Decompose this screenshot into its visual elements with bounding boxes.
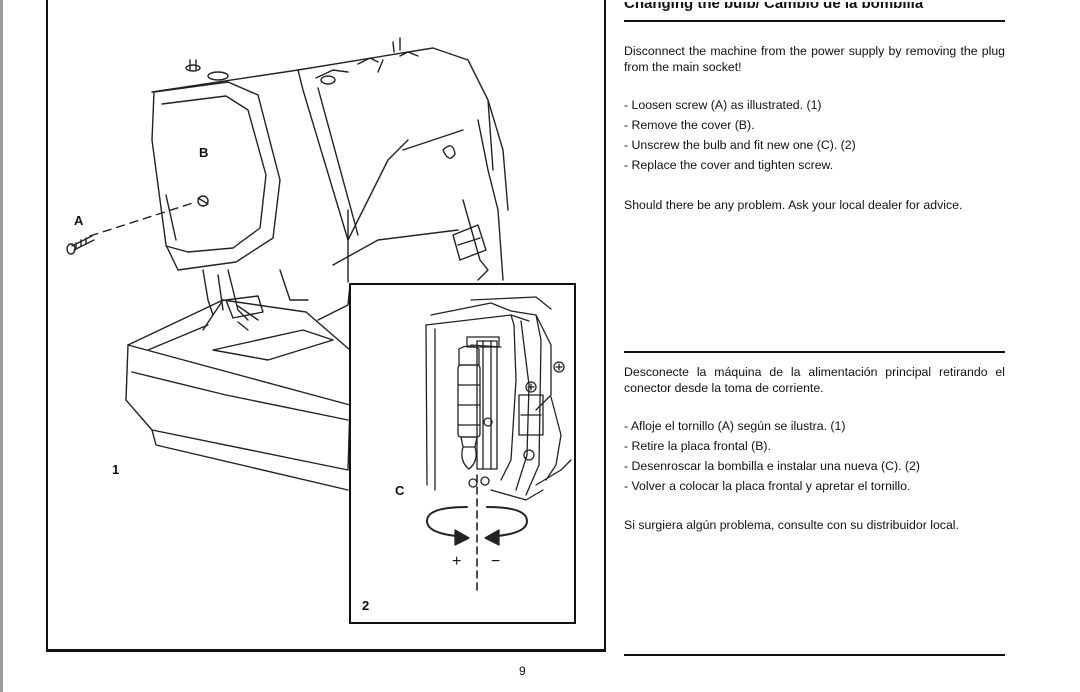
english-step: - Replace the cover and tighten screw. bbox=[624, 158, 834, 172]
bulb-detail-illustration bbox=[425, 296, 572, 596]
plus-sign: + bbox=[452, 553, 462, 570]
english-steps-list: - Loosen screw (A) as illustrated. (1) -… bbox=[624, 95, 1005, 175]
english-step: - Unscrew the bulb and fit new one (C). … bbox=[624, 138, 856, 152]
english-note: Should there be any problem. Ask your lo… bbox=[624, 198, 963, 212]
spanish-intro: Desconecte la máquina de la alimentación… bbox=[624, 365, 1005, 395]
callout-a: A bbox=[74, 213, 84, 228]
spanish-step: - Volver a colocar la placa frontal y ap… bbox=[624, 479, 911, 493]
page-edge bbox=[0, 0, 3, 692]
spanish-step: - Retire la placa frontal (B). bbox=[624, 439, 771, 453]
sewing-machine-illustration bbox=[66, 37, 509, 491]
spanish-steps-list: - Afloje el tornillo (A) según se ilustr… bbox=[624, 416, 1005, 496]
callout-c: C bbox=[395, 483, 405, 498]
section-title: Changing the bulb/ Cambio de la bombilla bbox=[624, 2, 1005, 22]
section-title-text: Changing the bulb/ Cambio de la bombilla bbox=[624, 2, 924, 12]
english-step: - Loosen screw (A) as illustrated. (1) bbox=[624, 98, 822, 112]
bottom-rule bbox=[624, 654, 1005, 656]
section-divider bbox=[624, 351, 1005, 353]
english-step: - Remove the cover (B). bbox=[624, 118, 755, 132]
spanish-step: - Desenroscar la bombilla e instalar una… bbox=[624, 459, 920, 473]
title-rule bbox=[624, 20, 1005, 22]
spanish-note: Si surgiera algún problema, consulte con… bbox=[624, 518, 959, 532]
page-number: 9 bbox=[519, 664, 526, 678]
illustration-frame: B A 1 bbox=[46, 0, 606, 652]
figure-1-number: 1 bbox=[112, 462, 120, 477]
bulb-detail-inset: C + − 2 bbox=[349, 283, 576, 624]
english-intro: Disconnect the machine from the power su… bbox=[624, 44, 1005, 74]
minus-sign: − bbox=[491, 553, 501, 570]
figure-2-number: 2 bbox=[362, 598, 370, 613]
callout-b: B bbox=[199, 145, 209, 160]
spanish-step: - Afloje el tornillo (A) según se ilustr… bbox=[624, 419, 846, 433]
